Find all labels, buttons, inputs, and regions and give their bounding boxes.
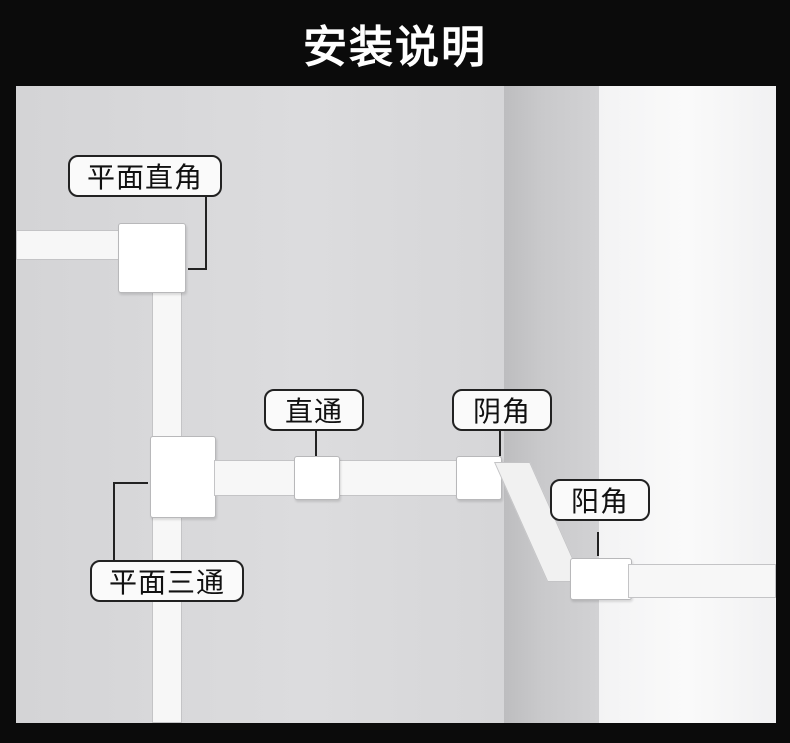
label-flat-elbow: 平面直角 xyxy=(68,155,222,197)
label-outer-corner: 阳角 xyxy=(550,479,650,521)
right-wall xyxy=(599,86,776,723)
flat-tee-fitting xyxy=(150,436,216,518)
leader-lines xyxy=(113,196,599,560)
label-flat-tee: 平面三通 xyxy=(90,560,244,602)
flat-elbow-fitting xyxy=(118,223,186,293)
label-inner-corner: 阴角 xyxy=(452,389,552,431)
duct-top-horizontal xyxy=(16,230,136,260)
page-title: 安装说明 xyxy=(303,22,487,73)
duct-right-horizontal xyxy=(628,564,776,598)
straight-coupler-fitting xyxy=(294,456,340,500)
label-straight: 直通 xyxy=(264,389,364,431)
installation-illustration xyxy=(16,86,776,723)
